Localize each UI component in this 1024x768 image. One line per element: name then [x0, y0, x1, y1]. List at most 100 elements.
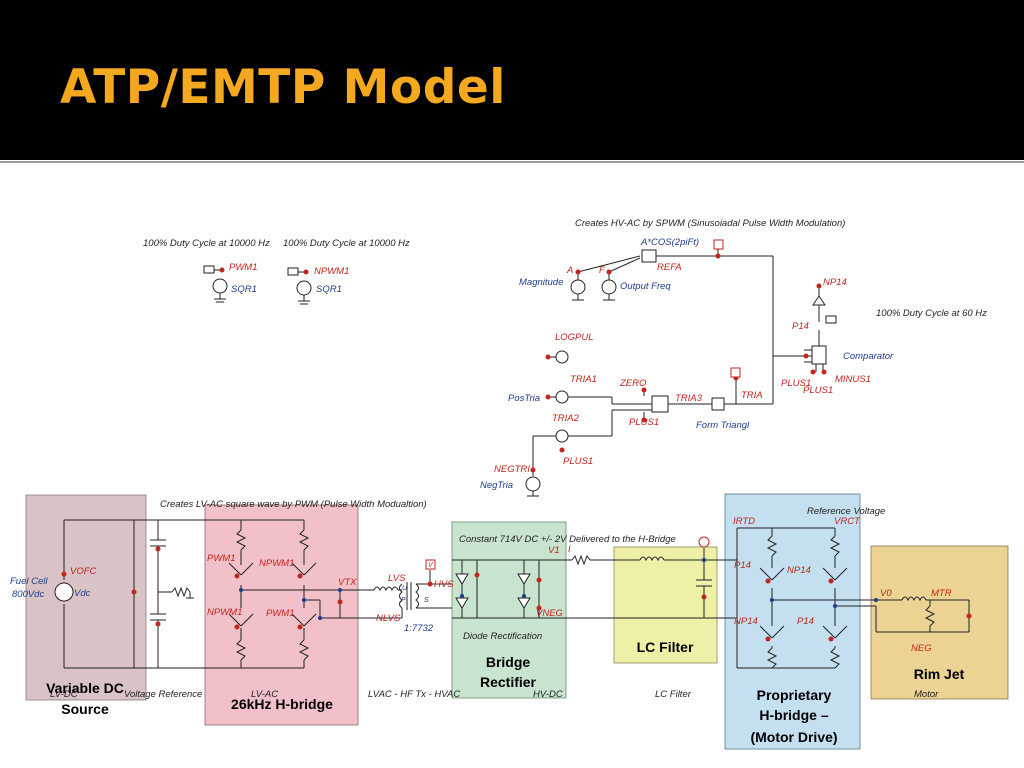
variable-dc-caption-2: Source [61, 701, 109, 717]
lvac-hf-label: LVAC - HF Tx - HVAC [368, 689, 460, 700]
form-triangl-label: Form Triangl [696, 420, 750, 431]
minus1-label: MINUS1 [835, 374, 871, 385]
pwm1-high-label: PWM1 [207, 553, 236, 564]
v-probe-label: V [428, 562, 434, 569]
proprietary-caption-3: (Motor Drive) [750, 729, 837, 745]
proprietary-caption-1: Proprietary [757, 687, 832, 703]
u-label: U [402, 585, 408, 592]
logpul-label: LOGPUL [555, 332, 594, 343]
p14-lr-label: P14 [797, 616, 814, 627]
spwm-nodes [530, 253, 827, 473]
sqr1-label: SQR1 [231, 284, 257, 295]
output-freq-label: Output Freq [620, 281, 671, 292]
npwm1-high-label: NPWM1 [259, 558, 294, 569]
tria1-label: TRIA1 [570, 374, 597, 385]
power-junctions [239, 558, 878, 620]
vtx-label: VTX [338, 577, 357, 588]
pwm-note: Creates LV-AC square wave by PWM (Pulse … [160, 499, 427, 510]
header-divider [0, 161, 1024, 163]
irtd-label: IRTD [733, 516, 755, 527]
lv-dc-label: LV-DC [50, 689, 78, 700]
mtr-label: MTR [931, 588, 952, 599]
refa-probe [713, 239, 724, 250]
p14-top-label: P14 [792, 321, 809, 332]
bridge-rectifier-caption-1: Bridge [486, 654, 531, 670]
vdc-label: Vdc [74, 588, 91, 599]
rim-jet-caption: Rim Jet [914, 666, 965, 682]
lvs-label: LVS [388, 573, 406, 584]
voltage-reference-label: Voltage Reference [124, 689, 202, 700]
v1-label: V1 [548, 545, 560, 556]
plus1-b-label: PLUS1 [803, 385, 833, 396]
plus1-c-label: PLUS1 [629, 417, 659, 428]
slide-title: ATP/EMTP Model [60, 60, 506, 115]
lc-filter-box [613, 546, 718, 664]
tria-probe [730, 367, 741, 378]
np14-top-label: NP14 [823, 277, 847, 288]
proprietary-hbridge-box [724, 493, 861, 750]
p-label: P [401, 597, 406, 604]
lc-filter-footer-label: LC Filter [655, 689, 692, 700]
f-label: F [599, 265, 606, 276]
spwm-wiring [525, 248, 837, 497]
proprietary-caption-2: H-bridge – [759, 707, 828, 723]
duty-cycle-note-1: 100% Duty Cycle at 10000 Hz [143, 238, 270, 249]
dc-note: Constant 714V DC +/- 2V Delivered to the… [459, 534, 676, 545]
duty-60hz-note: 100% Duty Cycle at 60 Hz [876, 308, 987, 319]
motor-label: Motor [914, 689, 939, 700]
plus1-d-label: PLUS1 [563, 456, 593, 467]
bridge-rectifier-box [451, 521, 567, 699]
refa-label: REFA [657, 262, 682, 273]
vrct-label: VRCT [834, 516, 861, 527]
negtri-label: NEGTRI [494, 464, 530, 475]
bridge-rectifier-caption-2: Rectifier [480, 674, 537, 690]
np14-hr-label: NP14 [787, 565, 811, 576]
ratio-label: 1:7732 [404, 623, 434, 634]
pwm1-source [203, 265, 228, 303]
diode-rect-label: Diode Rectification [463, 631, 542, 642]
power-nodes [61, 546, 972, 642]
ref-voltage-note: Reference Voltage [807, 506, 885, 517]
pwm1-node [219, 267, 225, 273]
variable-dc-source-box [25, 494, 147, 701]
hbridge-26khz-caption: 26kHz H-bridge [231, 696, 333, 712]
plus1-a-label: PLUS1 [781, 378, 811, 389]
neg-label: NEG [911, 643, 932, 654]
hv-dc-label: HV-DC [533, 689, 563, 700]
slide-header [0, 0, 1024, 160]
npwm1-node [303, 269, 309, 275]
hvs-probe [425, 559, 436, 570]
tria2-label: TRIA2 [552, 413, 580, 424]
zero-label: ZERO [619, 378, 647, 389]
sqr1b-label: SQR1 [316, 284, 342, 295]
tria-label: TRIA [741, 390, 763, 401]
npwm1-low-label: NPWM1 [207, 607, 242, 618]
tria3-label: TRIA3 [675, 393, 703, 404]
i-label: I [568, 544, 571, 555]
fuel-cell-voltage: 800Vdc [12, 589, 44, 600]
comparator-label: Comparator [843, 351, 894, 362]
v0-label: V0 [880, 588, 892, 599]
spwm-note: Creates HV-AC by SPWM (Sinusoiadal Pulse… [575, 218, 845, 229]
lv-ac-label: LV-AC [251, 689, 278, 700]
rim-jet-box [870, 545, 1009, 700]
acos-label: A*COS(2piFt) [640, 237, 699, 248]
fuel-cell-label: Fuel Cell [10, 576, 48, 587]
hvs-label: HVS [434, 579, 454, 590]
power-wiring [54, 519, 970, 669]
negtria-label: NegTria [480, 480, 513, 491]
npwm1-source [287, 267, 312, 305]
nlvs-label: NLVS [376, 613, 401, 624]
npwm1-label: NPWM1 [314, 266, 349, 277]
pwm1-low-label: PWM1 [266, 608, 295, 619]
variable-dc-caption-1: Variable DC [46, 680, 124, 696]
vneg-label: VNEG [536, 608, 563, 619]
duty-cycle-note-2: 100% Duty Cycle at 10000 Hz [283, 238, 410, 249]
dc-probe [698, 536, 710, 548]
s-label: S [424, 597, 429, 604]
a-label: A [566, 265, 573, 276]
np14-ll-label: NP14 [734, 616, 758, 627]
postria-label: PosTria [508, 393, 540, 404]
vofc-label: VOFC [70, 566, 97, 577]
